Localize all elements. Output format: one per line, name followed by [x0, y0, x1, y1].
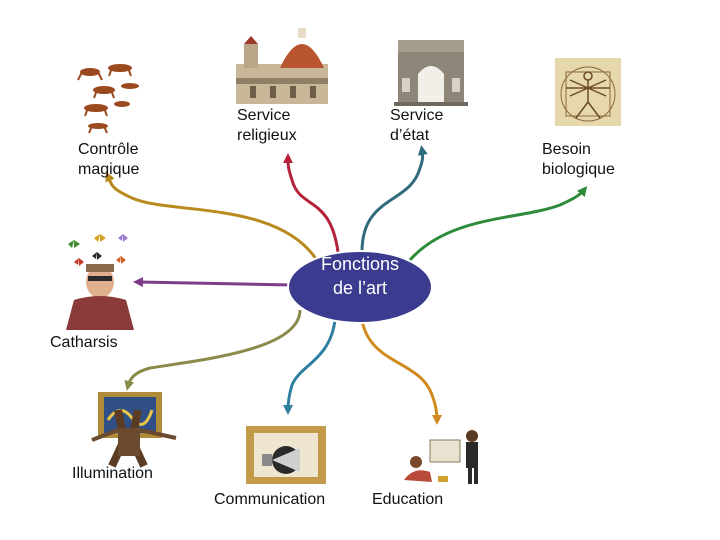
vitruvian-man-icon [555, 58, 621, 126]
connector-service-etat [360, 145, 428, 253]
label-service-religieux: Service religieux [237, 107, 297, 144]
center-label: Fonctions de l’art [320, 254, 400, 298]
label-education: Education [372, 491, 444, 508]
children-painting-icon [404, 430, 478, 484]
connector-controle-magique [105, 171, 320, 263]
connector-service-religieux [283, 153, 340, 253]
framed-painting-icon [91, 392, 177, 468]
label-illumination: Illumination [72, 465, 153, 482]
connector-illumination [124, 309, 302, 391]
cathedral-icon [236, 28, 328, 104]
label-service-etat: Service d’état [390, 107, 444, 144]
label-controle-magique: Contrôle magique [78, 141, 140, 178]
label-catharsis: Catharsis [50, 334, 118, 351]
triumphal-arch-icon [394, 40, 468, 106]
megaphone-frame-icon [246, 426, 326, 484]
cave-painting-icon [77, 64, 139, 134]
label-besoin-biologique: Besoin biologique [542, 141, 615, 178]
label-communication: Communication [214, 491, 326, 508]
center-node [287, 250, 433, 324]
connector-communication [283, 319, 337, 415]
man-with-butterflies-icon [66, 234, 134, 330]
connector-education [360, 319, 442, 425]
connector-besoin-biologique [408, 186, 588, 261]
connector-catharsis [133, 277, 293, 288]
